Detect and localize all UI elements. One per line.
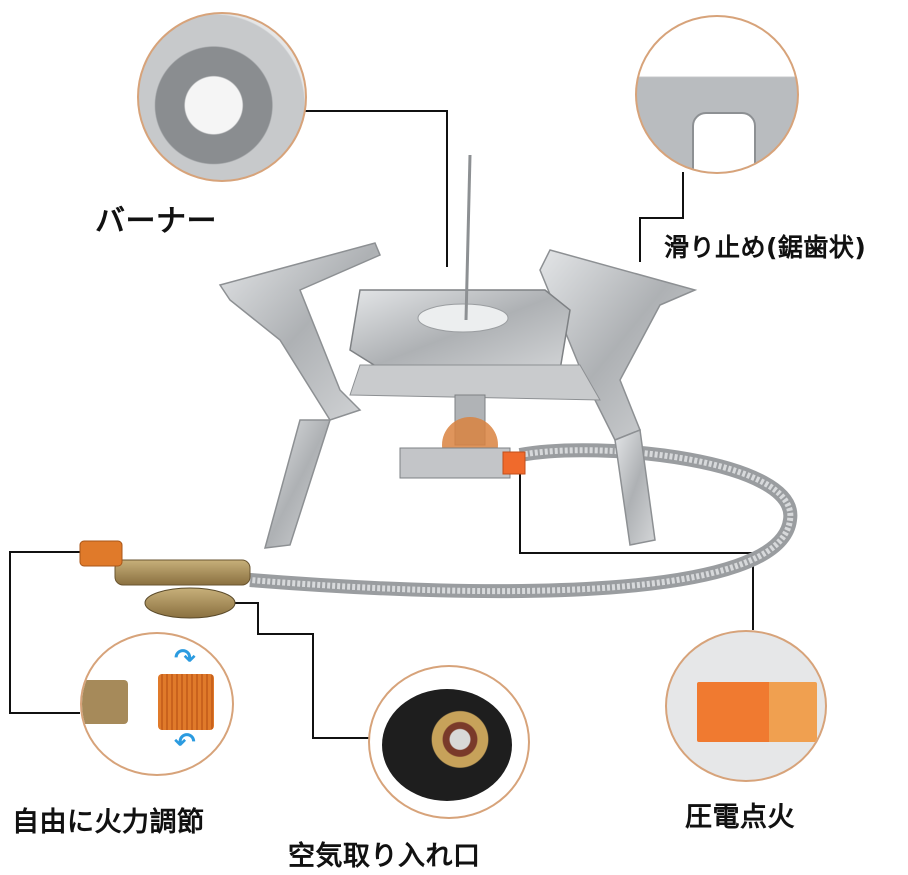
label-piezo-ignition: 圧電点火: [685, 802, 795, 833]
burner-closeup-circle: [137, 12, 307, 182]
serrated-edge-closeup-circle: [635, 15, 799, 174]
air-intake-icon: [382, 689, 512, 801]
rotate-arrow-icon: ↷: [174, 644, 196, 674]
valve-knob-closeup-circle: ↷ ↶: [80, 632, 234, 776]
label-air-intake: 空気取り入れ口: [288, 841, 481, 872]
label-anti-slip: 滑り止め(鋸歯状): [664, 233, 867, 262]
rotate-arrow-icon: ↶: [174, 728, 196, 758]
igniter-button-icon: [697, 682, 817, 742]
serrated-edge-icon: [692, 112, 756, 172]
igniter-closeup-circle: [665, 630, 827, 782]
brass-fitting-icon: [82, 680, 128, 724]
label-flame-adjust: 自由に火力調節: [12, 807, 205, 838]
label-burner: バーナー: [95, 204, 217, 239]
canister-connector-closeup-circle: [368, 665, 530, 819]
valve-knob-icon: [158, 674, 214, 730]
